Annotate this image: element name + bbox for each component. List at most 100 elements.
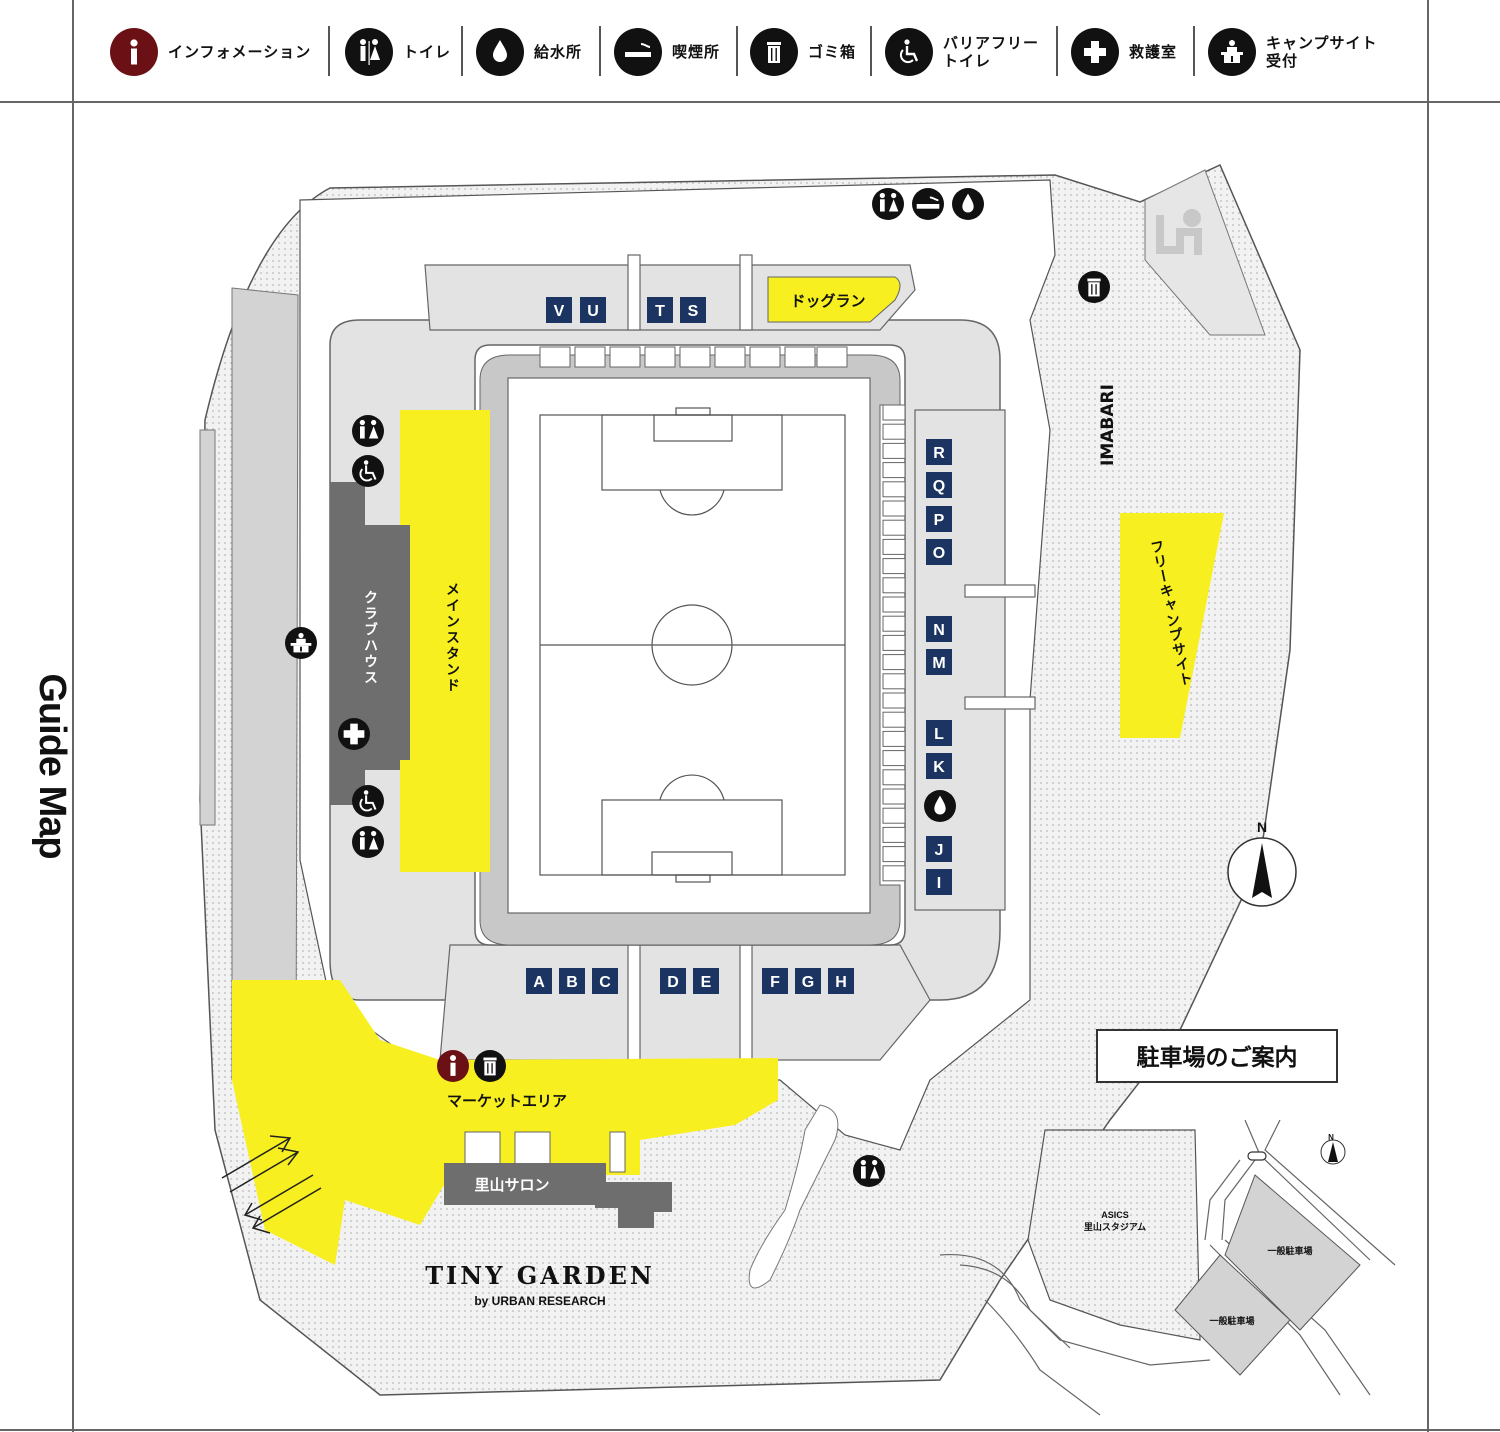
legend-divider [1193, 26, 1195, 76]
gate-l: L [926, 720, 952, 746]
seat-block [882, 423, 906, 440]
market-area-label: マーケットエリア [447, 1092, 567, 1110]
gate-label: J [935, 842, 944, 859]
seat-block [882, 404, 906, 421]
gate-label: V [554, 303, 565, 320]
football-pitch [539, 407, 846, 883]
camp-reception-icon [285, 627, 317, 659]
gate-label: N [933, 622, 945, 639]
seat-block [882, 558, 906, 575]
seat-block [882, 481, 906, 498]
seat-block [882, 462, 906, 479]
legend-item-water: 給水所 [476, 22, 582, 82]
seat-block [882, 538, 906, 555]
gate-e: E [693, 968, 719, 994]
toilet-icon [872, 188, 904, 220]
parking-lot-label: 一般駐車場 [1209, 1315, 1254, 1327]
wheelchair-icon [352, 785, 384, 817]
trash-icon [750, 28, 798, 76]
legend-divider [736, 26, 738, 76]
parking-compass-needle [1328, 1142, 1338, 1162]
east-seat-blocks [882, 404, 906, 882]
gate-n: N [926, 616, 952, 642]
north-annex [1144, 169, 1266, 336]
seat-block [882, 826, 906, 843]
legend-label: 救護室 [1129, 43, 1178, 61]
gate-label: A [533, 974, 545, 991]
parking-title-box [1096, 1029, 1338, 1083]
parking-lot-label: 一般駐車場 [1267, 1245, 1312, 1257]
free-camp-area [1120, 513, 1224, 738]
parking-lot [1224, 1174, 1361, 1331]
bus-stop-marker [1247, 1151, 1267, 1161]
legend-divider [870, 26, 872, 76]
seat-block [882, 577, 906, 594]
seat-block [882, 807, 906, 824]
legend-item-toilet: トイレ [345, 22, 451, 82]
gate-s: S [680, 297, 706, 323]
seat-block [882, 692, 906, 709]
gate-label: K [933, 759, 945, 776]
satoyama-salon-building [444, 1163, 672, 1228]
gate-label: E [701, 974, 712, 991]
imabari-label: IMABARI [1098, 384, 1118, 466]
seat-block [882, 750, 906, 767]
legend-divider [328, 26, 330, 76]
gate-k: K [926, 753, 952, 779]
legend-item-smoking: 喫煙所 [614, 22, 720, 82]
gate-label: H [835, 974, 847, 991]
gate-label: L [934, 726, 944, 743]
wheelchair-icon [352, 455, 384, 487]
tiny-garden-sub-label: by URBAN RESEARCH [474, 1294, 605, 1308]
monument-icon [1156, 215, 1202, 255]
parking-stadium-label: 里山スタジアム [1084, 1221, 1146, 1233]
gate-p: P [926, 506, 952, 532]
first-aid-icon [338, 718, 370, 750]
water-icon [952, 188, 984, 220]
gate-c: C [592, 968, 618, 994]
legend-label: トイレ [403, 43, 452, 61]
gate-o: O [926, 539, 952, 565]
compass-north-label: N [1257, 819, 1267, 835]
market-area [232, 980, 778, 1265]
seat-block [882, 442, 906, 459]
gate-label: S [688, 303, 699, 320]
gate-label: R [933, 445, 945, 462]
smoking-icon [614, 28, 662, 76]
gate-r: R [926, 439, 952, 465]
seat-block [882, 711, 906, 728]
gate-d: D [660, 968, 686, 994]
trash-icon [474, 1050, 506, 1082]
gate-label: U [587, 303, 599, 320]
legend-item-wheelchair: バリアフリートイレ [885, 22, 1039, 82]
seat-block [882, 788, 906, 805]
gate-label: G [802, 974, 814, 991]
gate-a: A [526, 968, 552, 994]
legend-divider [599, 26, 601, 76]
gate-m: M [926, 649, 952, 675]
seat-block [882, 500, 906, 517]
seat-block [882, 730, 906, 747]
west-road [231, 287, 299, 1086]
seat-block [882, 673, 906, 690]
seat-block [882, 615, 906, 632]
legend-divider [1056, 26, 1058, 76]
parking-stadium-label: ASICS [1101, 1210, 1129, 1220]
west-road-strip [199, 429, 216, 826]
dog-run-area [767, 276, 901, 323]
info-icon [110, 28, 158, 76]
gate-h: H [828, 968, 854, 994]
clubhouse-label: クラブハウス [362, 590, 378, 686]
water-icon [924, 790, 956, 822]
toilet-icon [853, 1155, 885, 1187]
main-stand-area [400, 410, 490, 872]
gate-label: O [933, 545, 945, 562]
seat-block [882, 846, 906, 863]
gate-i: I [926, 869, 952, 895]
legend-label: 給水所 [534, 43, 583, 61]
gate-g: G [795, 968, 821, 994]
legend-label: インフォメーション [168, 43, 312, 61]
monument-head [1183, 209, 1201, 227]
